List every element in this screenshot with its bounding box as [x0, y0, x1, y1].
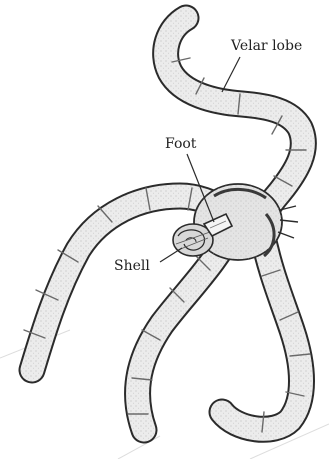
- velar-lobe-label: Velar lobe: [230, 38, 302, 54]
- velar-lobe-leader: [222, 57, 240, 92]
- shell-label: Shell: [114, 258, 150, 274]
- foot-label: Foot: [165, 136, 197, 152]
- velar-lobe-lower-right: [222, 232, 302, 429]
- shell-leader: [160, 248, 182, 262]
